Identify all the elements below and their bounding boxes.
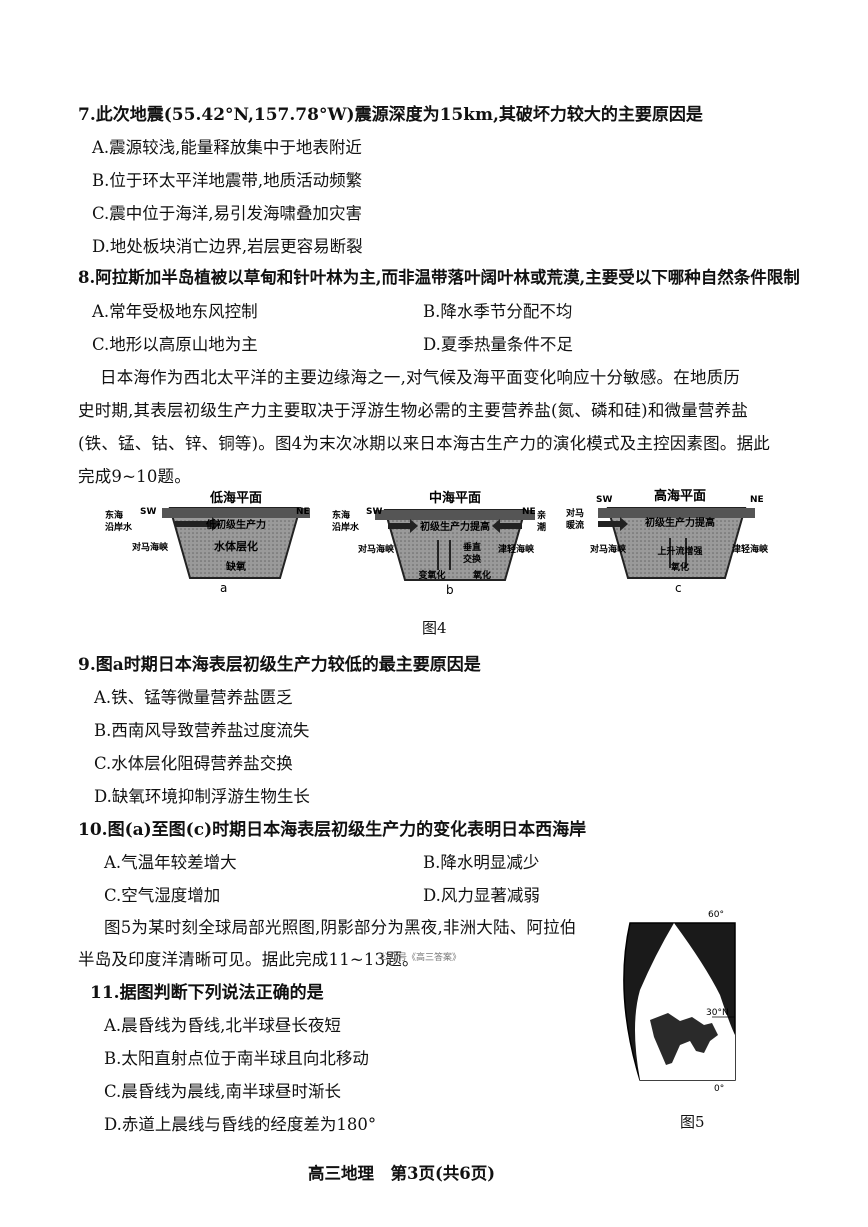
fig4-panel-a: 低海平面 SW NE 东海 沿岸水 低初级生产力 水体层化 缺氧 对马海峡 a xyxy=(105,490,310,595)
passage2-line-2: 半岛及印度洋清晰可见。据此完成11~13题。 xyxy=(78,950,419,969)
sea-surface xyxy=(598,508,755,518)
strait-right: 津轻海峡 xyxy=(732,543,769,555)
inner-label-5: 氧化 xyxy=(472,569,491,581)
lat-0-label: 0° xyxy=(714,1084,724,1094)
inner-label-3: 缺氧 xyxy=(225,560,246,573)
sw-label: SW xyxy=(596,495,612,505)
ne-label: NE xyxy=(750,495,764,505)
right-current-l1: 亲 xyxy=(537,509,546,521)
q8-option-b: B.降水季节分配不均 xyxy=(423,302,573,321)
strait-left: 对马海峡 xyxy=(132,541,169,553)
inner-label-1: 低初级生产力 xyxy=(205,518,266,531)
q11-option-d: D.赤道上晨线与昏线的经度差为180° xyxy=(104,1115,377,1134)
q9-option-c: C.水体层化阻碍营养盐交换 xyxy=(94,754,293,773)
q8-option-d: D.夏季热量条件不足 xyxy=(423,335,573,354)
panel-letter: b xyxy=(446,583,454,597)
inner-label-1: 初级生产力提高 xyxy=(420,520,490,533)
q11-option-a: A.晨昏线为昏线,北半球昼长夜短 xyxy=(104,1016,341,1035)
arrow-right-icon xyxy=(175,517,220,531)
strait-left: 对马海峡 xyxy=(590,543,627,555)
lat-60-label: 60° xyxy=(708,910,724,920)
q9-option-b: B.西南风导致营养盐过度流失 xyxy=(94,721,310,740)
arrow-right-icon xyxy=(598,517,628,531)
watermark: 公众号《高三答案》 xyxy=(380,953,462,963)
passage1-line-3: (铁、锰、钴、锌、铜等)。图4为末次冰期以来日本海古生产力的演化模式及主控因素图… xyxy=(78,434,770,453)
passage1-line-2: 史时期,其表层初级生产力主要取决于浮游生物必需的主要营养盐(氮、磷和硅)和微量营… xyxy=(78,401,749,420)
q10-option-b: B.降水明显减少 xyxy=(423,853,540,872)
inner-label-2: 垂直 xyxy=(463,541,481,553)
q10-stem: 10.图(a)至图(c)时期日本海表层初级生产力的变化表明日本西海岸 xyxy=(78,820,587,840)
strait-left: 对马海峡 xyxy=(358,543,395,555)
ne-label: NE xyxy=(522,507,536,517)
q10-option-c: C.空气湿度增加 xyxy=(104,886,221,905)
inner-label-3: 氧化 xyxy=(670,561,689,573)
strait-right: 津轻海峡 xyxy=(498,543,535,555)
q7-option-d: D.地处板块消亡边界,岩层更容易断裂 xyxy=(92,237,363,256)
q9-option-d: D.缺氧环境抑制浮游生物生长 xyxy=(94,787,310,806)
panel-letter: a xyxy=(220,581,227,595)
fig4-panel-b: 中海平面 SW NE 东海 沿岸水 亲 潮 初级生产力提高 垂直 交换 变氧化 … xyxy=(332,490,546,597)
q8-option-a: A.常年受极地东风控制 xyxy=(92,302,258,321)
q8-option-c: C.地形以高原山地为主 xyxy=(92,335,258,354)
q7-option-c: C.震中位于海洋,易引发海啸叠加灾害 xyxy=(92,204,363,223)
q11-stem: 11.据图判断下列说法正确的是 xyxy=(90,983,324,1003)
left-current-l2: 沿岸水 xyxy=(105,521,133,533)
left-current-l1: 东海 xyxy=(105,509,123,521)
left-current-l1: 东海 xyxy=(332,509,350,521)
landmass-shape xyxy=(650,1013,718,1065)
q11-option-b: B.太阳直射点位于南半球且向北移动 xyxy=(104,1049,369,1068)
passage1-line-1: 日本海作为西北太平洋的主要边缘海之一,对气候及海平面变化响应十分敏感。在地质历 xyxy=(100,368,741,387)
passage2-line-1: 图5为某时刻全球局部光照图,阴影部分为黑夜,非洲大陆、阿拉伯 xyxy=(104,918,577,937)
q9-stem: 9.图a时期日本海表层初级生产力较低的最主要原因是 xyxy=(78,655,481,675)
inner-label-4: 变氧化 xyxy=(418,569,445,581)
left-current-l2: 沿岸水 xyxy=(332,521,360,533)
figure-4: 低海平面 SW NE 东海 沿岸水 低初级生产力 水体层化 缺氧 对马海峡 a … xyxy=(105,488,769,597)
inner-label-2: 水体层化 xyxy=(214,539,258,553)
arrow-left-icon xyxy=(492,519,522,533)
figure-5: 60° 30°N 0° xyxy=(623,910,736,1094)
lat-30-label: 30°N xyxy=(706,1008,729,1018)
q11-option-c: C.晨昏线为晨线,南半球昼时渐长 xyxy=(104,1082,342,1101)
fig4-panel-c: 高海平面 SW NE 对马 暖流 初级生产力提高 上升流增强 氧化 对马海峡 津… xyxy=(566,488,769,595)
arrow-right-icon xyxy=(388,519,418,533)
inner-label-2: 上升流增强 xyxy=(657,545,702,557)
q7-option-a: A.震源较浅,能量释放集中于地表附近 xyxy=(92,138,362,157)
q8-stem: 8.阿拉斯加半岛植被以草甸和针叶林为主,而非温带落叶阔叶林或荒漠,主要受以下哪种… xyxy=(78,268,800,287)
sw-label: SW xyxy=(366,507,382,517)
sea-level-label: 低海平面 xyxy=(209,490,262,506)
fig4-caption: 图4 xyxy=(422,619,447,637)
sea-level-label: 中海平面 xyxy=(429,490,481,506)
q7-stem: 7.此次地震(55.42°N,157.78°W)震源深度为15km,其破坏力较大… xyxy=(78,105,703,125)
sea-surface xyxy=(162,508,310,518)
panel-letter: c xyxy=(675,581,682,595)
sw-label: SW xyxy=(140,507,156,517)
inner-label-3: 交换 xyxy=(463,553,482,565)
left-current-l2: 暖流 xyxy=(566,519,584,531)
sea-level-label: 高海平面 xyxy=(654,488,706,504)
left-current-l1: 对马 xyxy=(566,507,584,519)
passage1-line-4: 完成9~10题。 xyxy=(78,467,191,486)
q10-option-d: D.风力显著减弱 xyxy=(423,886,540,905)
q9-option-a: A.铁、锰等微量营养盐匮乏 xyxy=(94,688,293,707)
page-footer: 高三地理 第3页(共6页) xyxy=(308,1164,496,1183)
inner-label-1: 初级生产力提高 xyxy=(645,516,715,529)
q7-option-b: B.位于环太平洋地震带,地质活动频繁 xyxy=(92,171,363,190)
right-current-l2: 潮 xyxy=(537,521,546,533)
fig5-caption: 图5 xyxy=(680,1113,705,1131)
q10-option-a: A.气温年较差增大 xyxy=(104,853,237,872)
ne-label: NE xyxy=(296,507,310,517)
sea-surface xyxy=(375,510,535,520)
